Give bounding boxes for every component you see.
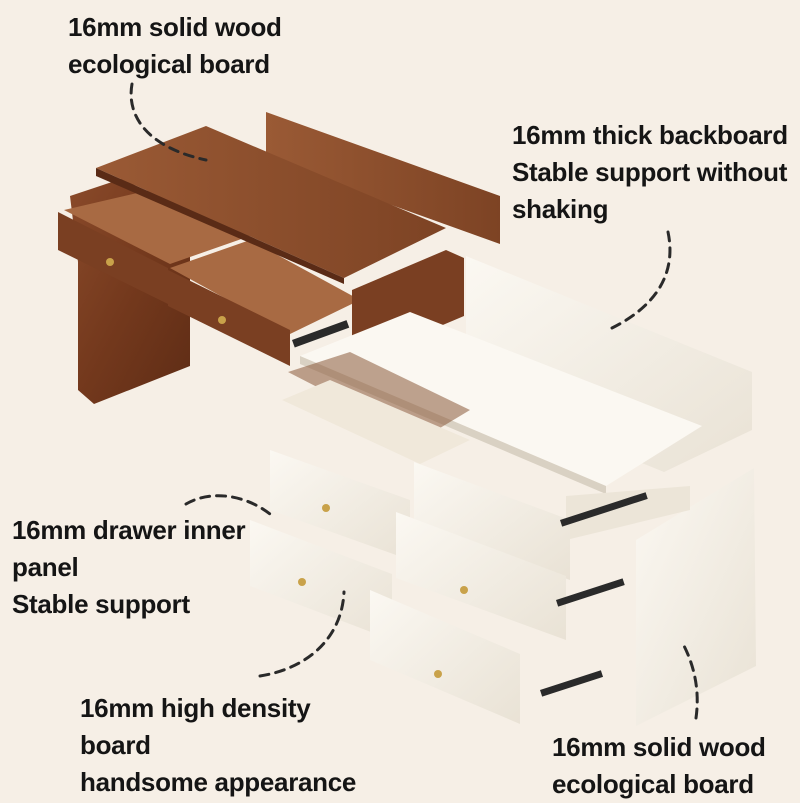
cabinet-middle-panel <box>566 486 690 540</box>
annotation-line: 16mm drawer inner <box>12 515 246 545</box>
cabinet-drawer-4-knob <box>460 586 468 594</box>
cabinet-glass-shelf <box>288 352 470 440</box>
desk-drawer-front-right <box>168 270 290 366</box>
desk-drawer-front-left <box>58 212 168 304</box>
cabinet-drawer-5-front <box>370 590 520 724</box>
annotation-line: handsome appearance <box>80 767 357 797</box>
annotation-line: Stable support without <box>512 157 788 187</box>
cream-cabinet <box>250 256 756 726</box>
cabinet-drawer-rail-2 <box>556 578 625 607</box>
desk-tabletop-edge <box>96 168 344 284</box>
annotation-line: 16mm thick backboard <box>512 120 788 150</box>
leader-line-bottom-right <box>680 640 699 720</box>
cabinet-drawer-4-front <box>396 512 566 640</box>
cabinet-drawer-1-knob <box>322 504 330 512</box>
cabinet-drawer-5-knob <box>434 670 442 678</box>
annotation-line: board <box>80 730 151 760</box>
cabinet-drawer-1-front <box>270 450 410 560</box>
leader-line-top-right <box>610 230 672 330</box>
annotation-line: panel <box>12 552 79 582</box>
desk-backboard <box>266 112 500 244</box>
desk-drawer-knob-left <box>106 258 114 266</box>
desk-tabletop <box>96 126 446 278</box>
desk-drawer-box-left <box>64 190 250 264</box>
cabinet-drawer-rail-3 <box>540 670 604 697</box>
cabinet-drawer-1-interior <box>282 380 470 464</box>
cabinet-drawer-2-front <box>414 462 570 580</box>
annotation-line: 16mm solid wood <box>552 732 766 762</box>
leader-line-bottom-left <box>258 590 346 678</box>
annotation-line: Stable support <box>12 589 190 619</box>
leader-lines <box>129 82 699 720</box>
desk-drawer-knob-right <box>218 316 226 324</box>
annotation-line: ecological board <box>68 49 270 79</box>
cabinet-drawer-rail-1 <box>560 492 648 527</box>
desk-drawer-box-right <box>170 240 360 334</box>
annotation-line: ecological board <box>552 769 754 799</box>
annotation-top-left: 16mm solid wood ecological board <box>68 9 282 83</box>
annotation-bottom-left: 16mm high density board handsome appeara… <box>80 690 356 801</box>
annotation-line: shaking <box>512 194 609 224</box>
leader-line-top-left <box>129 82 208 162</box>
cabinet-drawer-3-front <box>250 520 392 640</box>
cabinet-drawer-3-knob <box>298 578 306 586</box>
leader-line-mid-left <box>184 494 272 516</box>
annotation-mid-left: 16mm drawer inner panel Stable support <box>12 512 246 623</box>
annotation-top-right: 16mm thick backboard Stable support with… <box>512 117 788 228</box>
annotation-bottom-right: 16mm solid wood ecological board <box>552 729 766 803</box>
cabinet-top-panel <box>300 312 702 486</box>
cabinet-right-side-panel <box>636 468 756 726</box>
desk-drawer-rail <box>292 320 350 348</box>
annotation-line: 16mm high density <box>80 693 311 723</box>
annotation-line: 16mm solid wood <box>68 12 282 42</box>
